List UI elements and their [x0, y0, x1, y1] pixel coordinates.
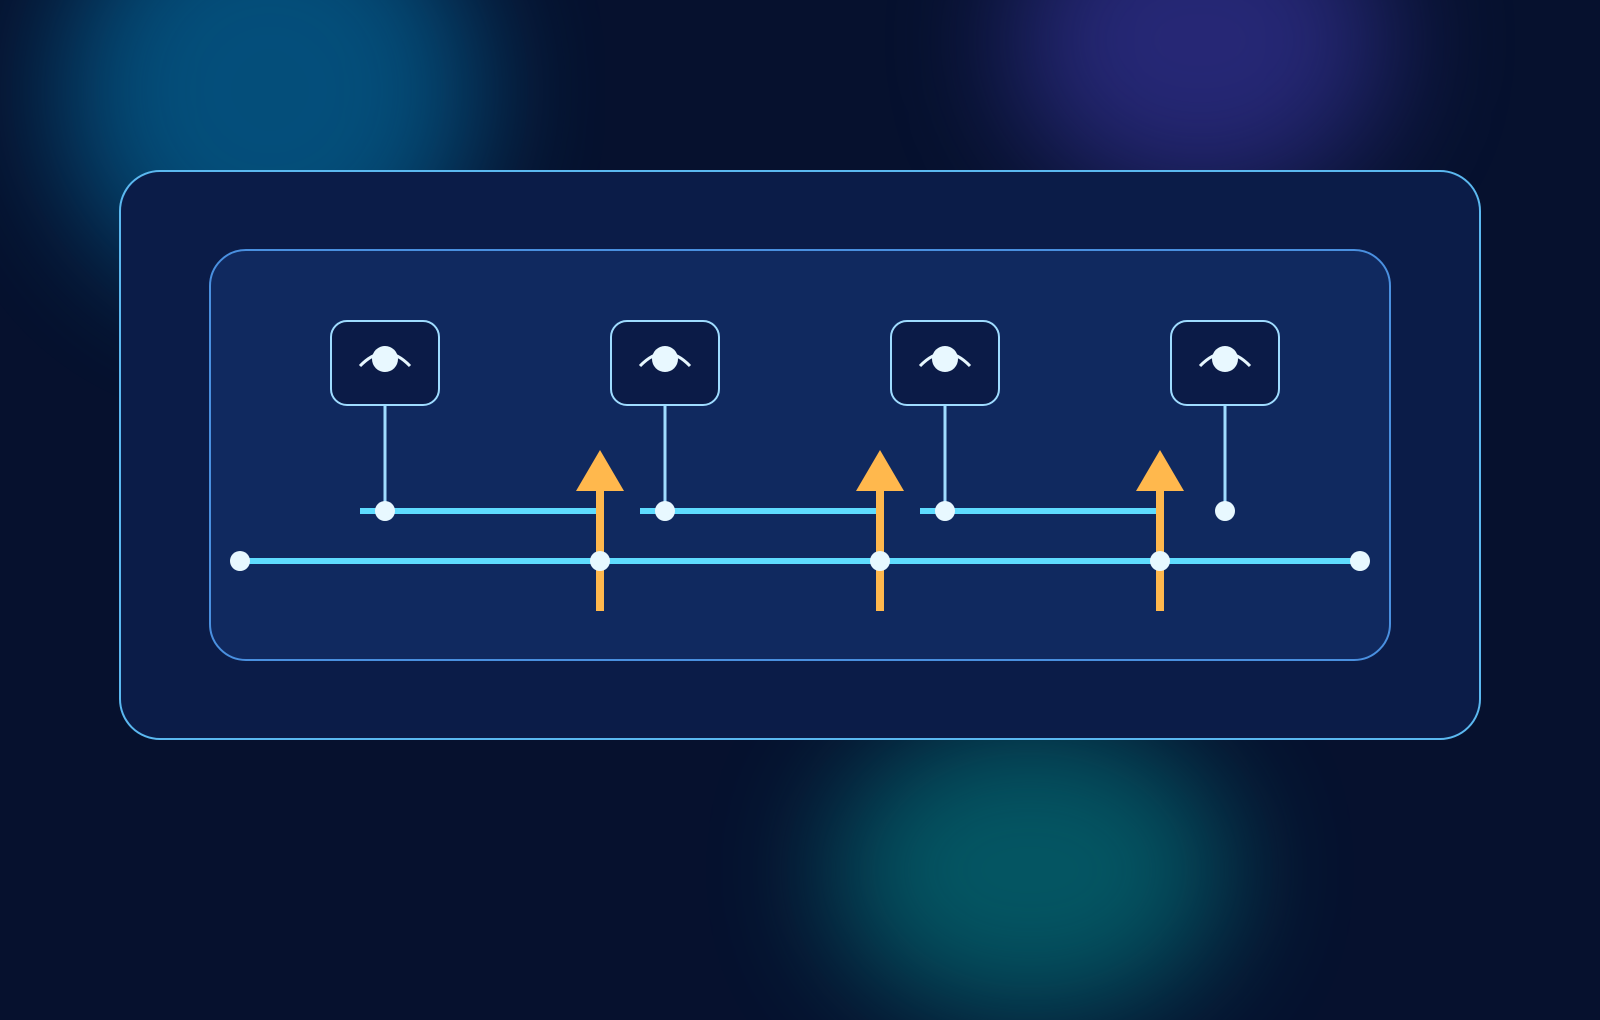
arrow-shaft — [876, 488, 884, 611]
timeline-dot — [870, 551, 890, 571]
arrow-up-icon — [576, 450, 624, 491]
eye-icon — [1212, 346, 1238, 372]
eye-icon — [652, 346, 678, 372]
eye-icon — [932, 346, 958, 372]
timeline-dot — [1350, 551, 1370, 571]
timeline-dot — [590, 551, 610, 571]
timeline-dot — [230, 551, 250, 571]
arrow-shaft — [596, 488, 604, 611]
node-dot — [375, 501, 395, 521]
inner-panel — [209, 249, 1391, 661]
node-dot — [935, 501, 955, 521]
arrow-up-icon — [1136, 450, 1184, 491]
timeline-diagram — [119, 170, 1481, 740]
node-dot — [1215, 501, 1235, 521]
eye-icon — [372, 346, 398, 372]
timeline-dot — [1150, 551, 1170, 571]
arrow-shaft — [1156, 488, 1164, 611]
node-dot — [655, 501, 675, 521]
arrow-up-icon — [856, 450, 904, 491]
